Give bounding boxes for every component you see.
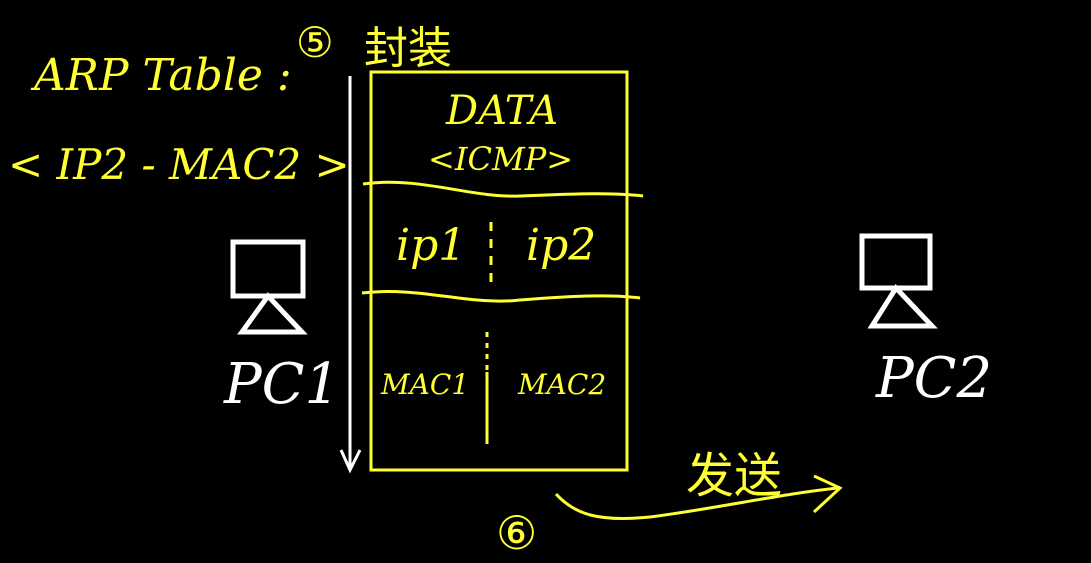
separator-ip-mac <box>361 289 641 303</box>
icmp-label: <ICMP> <box>428 140 574 178</box>
mac-destination: MAC2 <box>518 368 607 401</box>
packet-box <box>369 70 629 472</box>
pc1-computer-icon <box>230 239 308 335</box>
pc2-computer-icon <box>859 233 938 329</box>
send-arrow <box>554 486 839 521</box>
send-label: 发送 <box>686 448 783 504</box>
mac-source: MAC1 <box>381 368 470 401</box>
step5-label: 封装 <box>364 23 452 74</box>
send-arrowhead <box>812 474 843 514</box>
step5-number: ⑤ <box>296 18 334 67</box>
ip-source: ip1 <box>396 220 467 271</box>
separator-data-ip <box>362 180 644 198</box>
pc2-label: PC2 <box>876 346 993 411</box>
encapsulation-arrowhead <box>339 449 362 474</box>
data-label: DATA <box>446 88 559 134</box>
pc1-label: PC1 <box>224 352 341 417</box>
ip-destination: ip2 <box>526 220 597 271</box>
arp-table-entry: < IP2 - MAC2 > <box>8 140 350 189</box>
step6-number: ⑥ <box>496 506 538 560</box>
arp-table-title: ARP Table : <box>34 50 292 101</box>
